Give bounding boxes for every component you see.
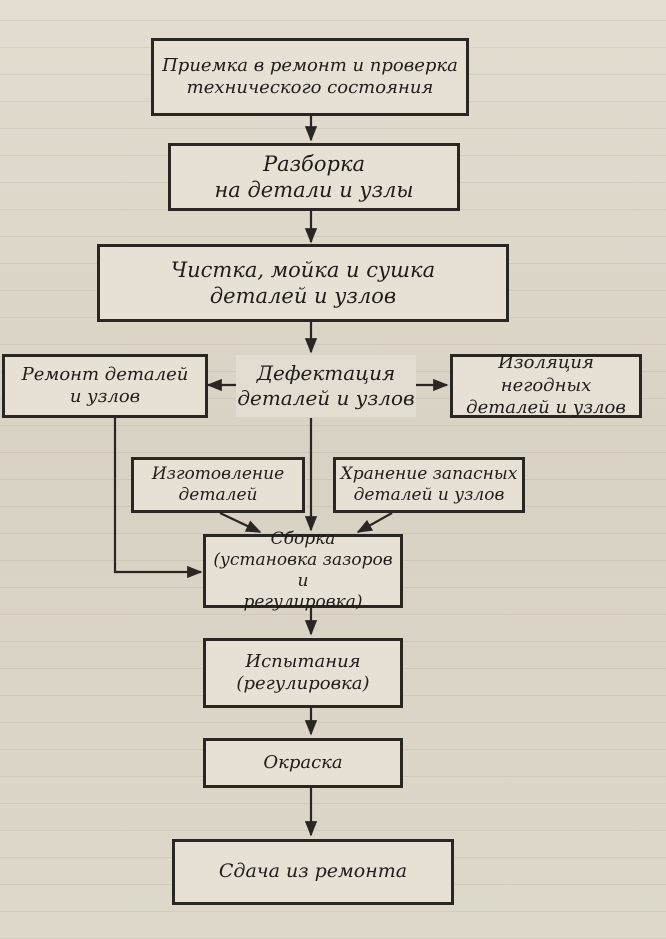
node-line: Приемка в ремонт и проверка <box>162 54 458 76</box>
node-cleaning: Чистка, мойка и сушка деталей и узлов <box>97 244 509 322</box>
arrow-storage-to-assembly <box>356 512 393 533</box>
node-line: Сдача из ремонта <box>218 860 408 883</box>
arrow-repair-to-assembly <box>113 418 203 579</box>
node-assembly: Сборка (установка зазоров и регулировка) <box>203 529 403 612</box>
node-line: Ремонт деталей <box>21 363 189 385</box>
node-line: деталей и узлов <box>237 386 415 410</box>
node-line: Изготовление <box>151 463 285 484</box>
node-line: Сборка <box>270 528 336 549</box>
node-line: Дефектация <box>256 361 396 385</box>
node-line: и узлов <box>69 386 141 407</box>
node-manufacturing: Изготовление деталей <box>131 457 305 513</box>
node-disassembly: Разборка на детали и узлы <box>168 143 460 211</box>
node-line: Изоляция негодных <box>498 352 594 396</box>
node-line: деталей и узлов <box>466 397 626 419</box>
node-isolation: Изоляция негодных деталей и узлов <box>450 352 642 419</box>
node-line: (регулировка) <box>236 673 370 694</box>
node-line: деталей и узлов <box>353 485 505 505</box>
node-reception: Приемка в ремонт и проверка технического… <box>151 38 469 116</box>
node-line: деталей и узлов <box>209 284 397 308</box>
node-repair: Ремонт деталей и узлов <box>2 354 208 418</box>
arrow-manufacturing-to-assembly <box>219 512 262 533</box>
node-line: Чистка, мойка и сушка <box>170 257 436 282</box>
node-handover: Сдача из ремонта <box>172 839 454 905</box>
node-line: на детали и узлы <box>214 178 414 202</box>
node-line: Окраска <box>263 751 343 773</box>
node-defect: Дефектация деталей и узлов <box>236 355 416 417</box>
node-line: деталей <box>178 485 258 505</box>
node-line: Хранение запасных <box>340 463 518 484</box>
node-line: технического состояния <box>186 77 434 98</box>
node-painting: Окраска <box>203 738 403 788</box>
node-line: Испытания <box>245 650 361 672</box>
node-line: Разборка <box>262 151 366 176</box>
node-line: (установка зазоров и <box>213 549 393 591</box>
node-line: регулировка) <box>243 592 363 613</box>
node-testing: Испытания (регулировка) <box>203 638 403 708</box>
node-storage: Хранение запасных деталей и узлов <box>333 457 525 513</box>
